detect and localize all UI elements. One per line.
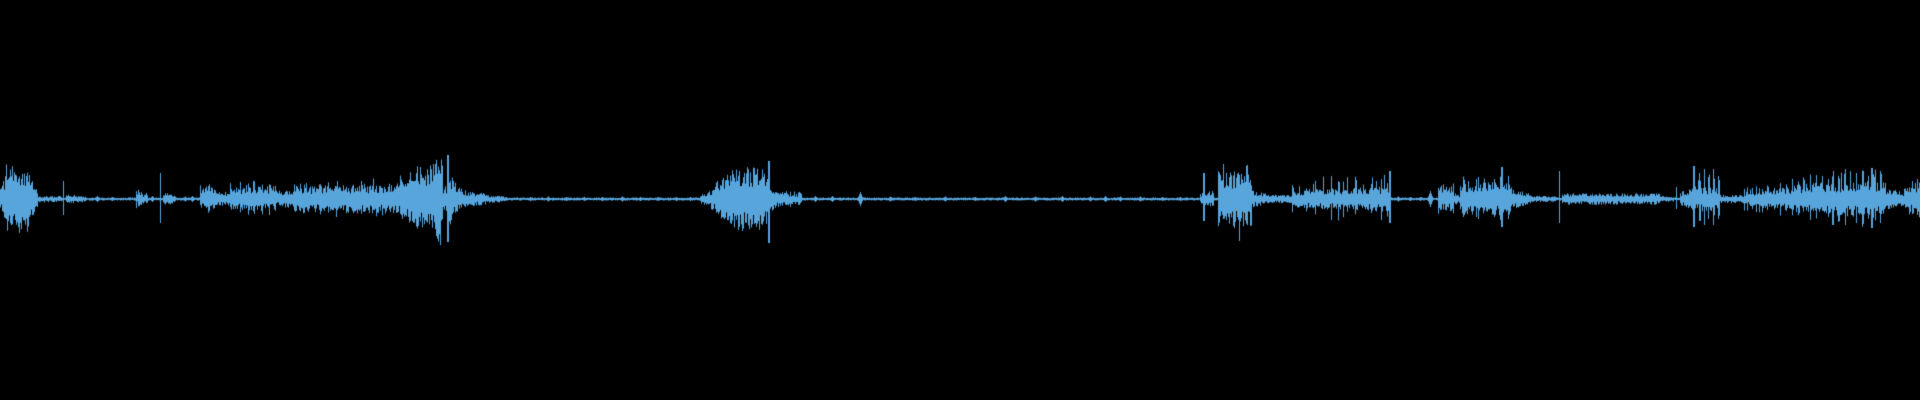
- audio-waveform[interactable]: [0, 0, 1920, 400]
- waveform-panel: [0, 0, 1920, 400]
